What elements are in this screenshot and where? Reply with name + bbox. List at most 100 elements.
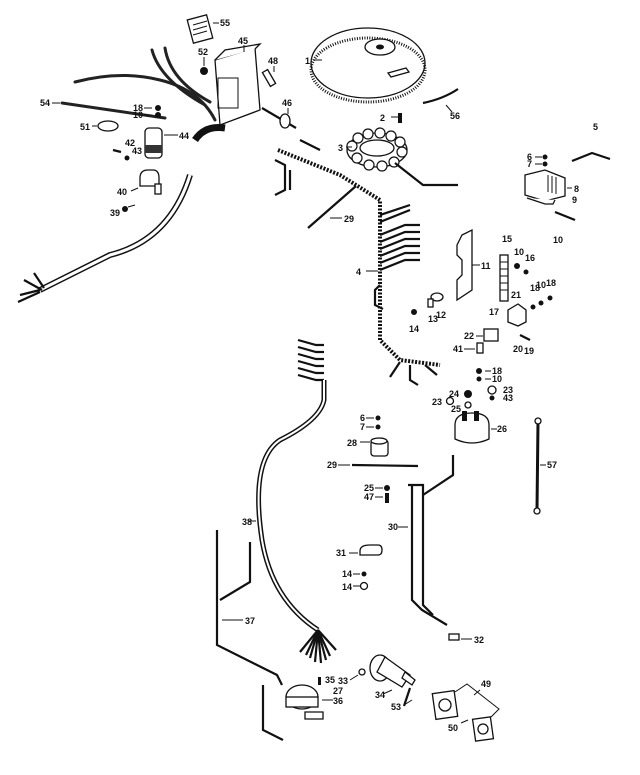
nut-icon — [464, 390, 472, 398]
mounting-plate-rear — [471, 716, 495, 742]
screw-icon — [112, 148, 122, 154]
callout-10-a: 10 — [133, 110, 143, 120]
remote-harness — [256, 338, 337, 664]
callout-27: 27 — [333, 686, 343, 696]
callout-37: 37 — [245, 616, 255, 626]
decal-label — [186, 14, 214, 44]
washer-icon — [124, 155, 130, 161]
callout-17: 17 — [489, 307, 499, 317]
callout-32: 32 — [474, 635, 484, 645]
screw-icon — [519, 334, 531, 341]
callout-56: 56 — [450, 111, 460, 121]
callout-53: 53 — [391, 702, 401, 712]
callout-7-b: 7 — [360, 422, 365, 432]
switch-harness — [215, 530, 284, 741]
screw-icon — [554, 210, 576, 222]
callout-12: 12 — [436, 310, 446, 320]
ignition-harness — [38, 174, 193, 293]
callout-28: 28 — [347, 438, 357, 448]
callout-43-b: 43 — [503, 393, 513, 403]
callout-6-a: 6 — [527, 152, 532, 162]
clip — [430, 292, 444, 302]
power-pack — [214, 43, 262, 126]
callout-26: 26 — [497, 424, 507, 434]
rubber-ring — [97, 120, 119, 132]
jumper-wire — [351, 463, 419, 468]
callout-16: 16 — [525, 253, 535, 263]
mounting-plate — [431, 689, 459, 721]
terminal-clip — [448, 633, 460, 641]
callout-46: 46 — [282, 98, 292, 108]
callout-10-c: 10 — [514, 247, 524, 257]
stator — [346, 127, 458, 187]
callout-14-a: 14 — [409, 324, 419, 334]
callout-9: 9 — [572, 195, 577, 205]
callout-51: 51 — [80, 122, 90, 132]
callout-25-a: 25 — [451, 404, 461, 414]
callout-21: 21 — [511, 290, 521, 300]
callout-1: 1 — [305, 56, 310, 66]
flywheel — [309, 27, 427, 104]
callout-44: 44 — [179, 131, 189, 141]
screw-icon — [318, 677, 321, 685]
callout-4: 4 — [356, 267, 361, 277]
pack-lead — [163, 46, 212, 104]
ground-strap — [571, 151, 611, 163]
callout-10-b: 10 — [553, 235, 563, 245]
screw-icon — [122, 206, 128, 212]
callout-23-a: 23 — [503, 385, 513, 395]
rectifier — [524, 169, 566, 205]
callout-36: 36 — [333, 696, 343, 706]
coil-clamp — [139, 169, 162, 195]
callout-11: 11 — [481, 261, 491, 271]
callout-42: 42 — [125, 138, 135, 148]
choke-switch — [285, 684, 324, 720]
callout-39: 39 — [110, 208, 120, 218]
battery-cable — [533, 417, 542, 515]
pack-lead — [150, 48, 207, 107]
relay-bracket — [507, 303, 527, 327]
callout-7-a: 7 — [527, 159, 532, 169]
terminal-screw — [487, 385, 497, 395]
callout-52: 52 — [198, 47, 208, 57]
callout-18-d: 18 — [492, 366, 502, 376]
gasket — [476, 342, 484, 354]
screw-icon — [385, 493, 389, 503]
nut-icon — [200, 67, 208, 75]
terminal-block — [499, 254, 509, 302]
starter-solenoid — [454, 411, 490, 444]
timing-decal — [422, 88, 459, 105]
callout-35: 35 — [325, 675, 335, 685]
callout-18-b: 18 — [530, 283, 540, 293]
callout-22: 22 — [464, 331, 474, 341]
screw-icon — [398, 113, 402, 123]
callout-6-b: 6 — [360, 413, 365, 423]
callout-40: 40 — [117, 187, 127, 197]
callout-43-a: 43 — [132, 146, 142, 156]
callout-18-a: 18 — [133, 103, 143, 113]
callout-25-b: 25 — [364, 483, 374, 493]
callout-3: 3 — [338, 143, 343, 153]
jumper-wire — [307, 185, 357, 229]
relay — [483, 328, 499, 342]
callout-2: 2 — [380, 113, 385, 123]
callout-34: 34 — [375, 690, 385, 700]
callout-31: 31 — [336, 548, 346, 558]
condenser — [370, 437, 389, 457]
main-wire-harness — [274, 139, 441, 386]
callout-33: 33 — [338, 676, 348, 686]
nut-icon — [358, 668, 366, 676]
callout-8: 8 — [574, 184, 579, 194]
screw-icon — [411, 309, 417, 315]
callout-38: 38 — [242, 517, 252, 527]
callout-48: 48 — [268, 56, 278, 66]
callout-54: 54 — [40, 98, 50, 108]
mounting-stud — [261, 107, 297, 129]
callout-24: 24 — [449, 389, 459, 399]
callout-49: 49 — [481, 679, 491, 689]
callout-57: 57 — [547, 460, 557, 470]
grommet-tube — [192, 124, 226, 143]
callout-55: 55 — [220, 18, 230, 28]
callout-30: 30 — [388, 522, 398, 532]
